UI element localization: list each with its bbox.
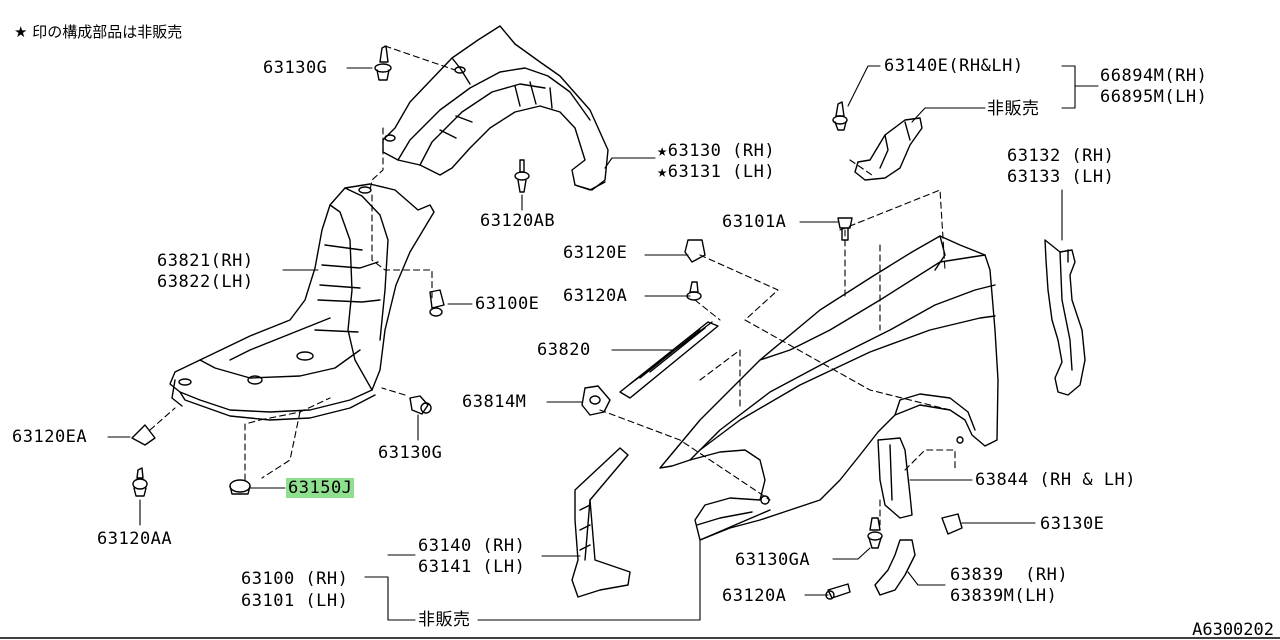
label-63133: 63133 (LH) — [1007, 167, 1115, 187]
label-63839M: 63839M(LH) — [950, 586, 1058, 606]
solid-leaders — [0, 65, 1280, 639]
label-63822: 63822(LH) — [157, 272, 254, 292]
note-not-sold-components: ★ 印の構成部品は非販売 — [14, 23, 183, 41]
label-63150J-highlighted: 63150J — [286, 478, 355, 498]
label-63131: ★63131 (LH) — [657, 162, 776, 182]
diagram-code: A6300202 — [1192, 620, 1274, 640]
label-63821: 63821(RH) — [157, 251, 254, 271]
bracket-66894M — [854, 117, 923, 181]
mudguard-63844 — [877, 437, 913, 519]
label-63814M: 63814M — [462, 392, 527, 412]
label-63130GA: 63130GA — [735, 550, 811, 570]
dashed-leaders — [149, 45, 956, 526]
label-63130E: 63130E — [1040, 514, 1105, 534]
label-63120AA: 63120AA — [97, 529, 173, 549]
pillar-63140 — [571, 447, 631, 598]
label-63120AB: 63120AB — [480, 211, 556, 231]
label-63130G-top: 63130G — [263, 58, 328, 78]
fasteners — [131, 45, 963, 600]
label-66895M: 66895M(LH) — [1100, 87, 1208, 107]
label-63140: 63140 (RH) — [418, 536, 526, 556]
label-not-sold-bottom: 非販売 — [418, 610, 471, 630]
label-63141: 63141 (LH) — [418, 557, 526, 577]
label-63839: 63839 (RH) — [950, 565, 1069, 585]
label-63820: 63820 — [537, 340, 591, 360]
seal-63814M — [581, 385, 611, 416]
bracket-63839 — [874, 539, 916, 596]
label-63100E: 63100E — [475, 294, 540, 314]
label-not-sold-top: 非販売 — [987, 99, 1040, 119]
fender-liner-lower — [169, 183, 435, 421]
fender-liner-upper — [382, 25, 609, 191]
label-63132: 63132 (RH) — [1007, 146, 1115, 166]
label-66894M: 66894M(RH) — [1100, 66, 1208, 86]
bracket-63132 — [1044, 239, 1086, 396]
label-63120A-top: 63120A — [563, 286, 628, 306]
label-63120A-bottom: 63120A — [722, 586, 787, 606]
label-63130G-mid: 63130G — [378, 443, 443, 463]
label-63140E: 63140E(RH&LH) — [884, 56, 1024, 76]
label-63101A: 63101A — [722, 212, 787, 232]
moulding-63820 — [619, 321, 719, 399]
label-63100: 63100 (RH) — [241, 569, 349, 589]
label-63120E: 63120E — [563, 243, 628, 263]
fender-panel — [659, 235, 999, 541]
label-63130: ★63130 (RH) — [657, 141, 776, 161]
label-63120EA: 63120EA — [12, 427, 88, 447]
label-63844: 63844 (RH & LH) — [975, 470, 1137, 490]
label-63101: 63101 (LH) — [241, 591, 349, 611]
